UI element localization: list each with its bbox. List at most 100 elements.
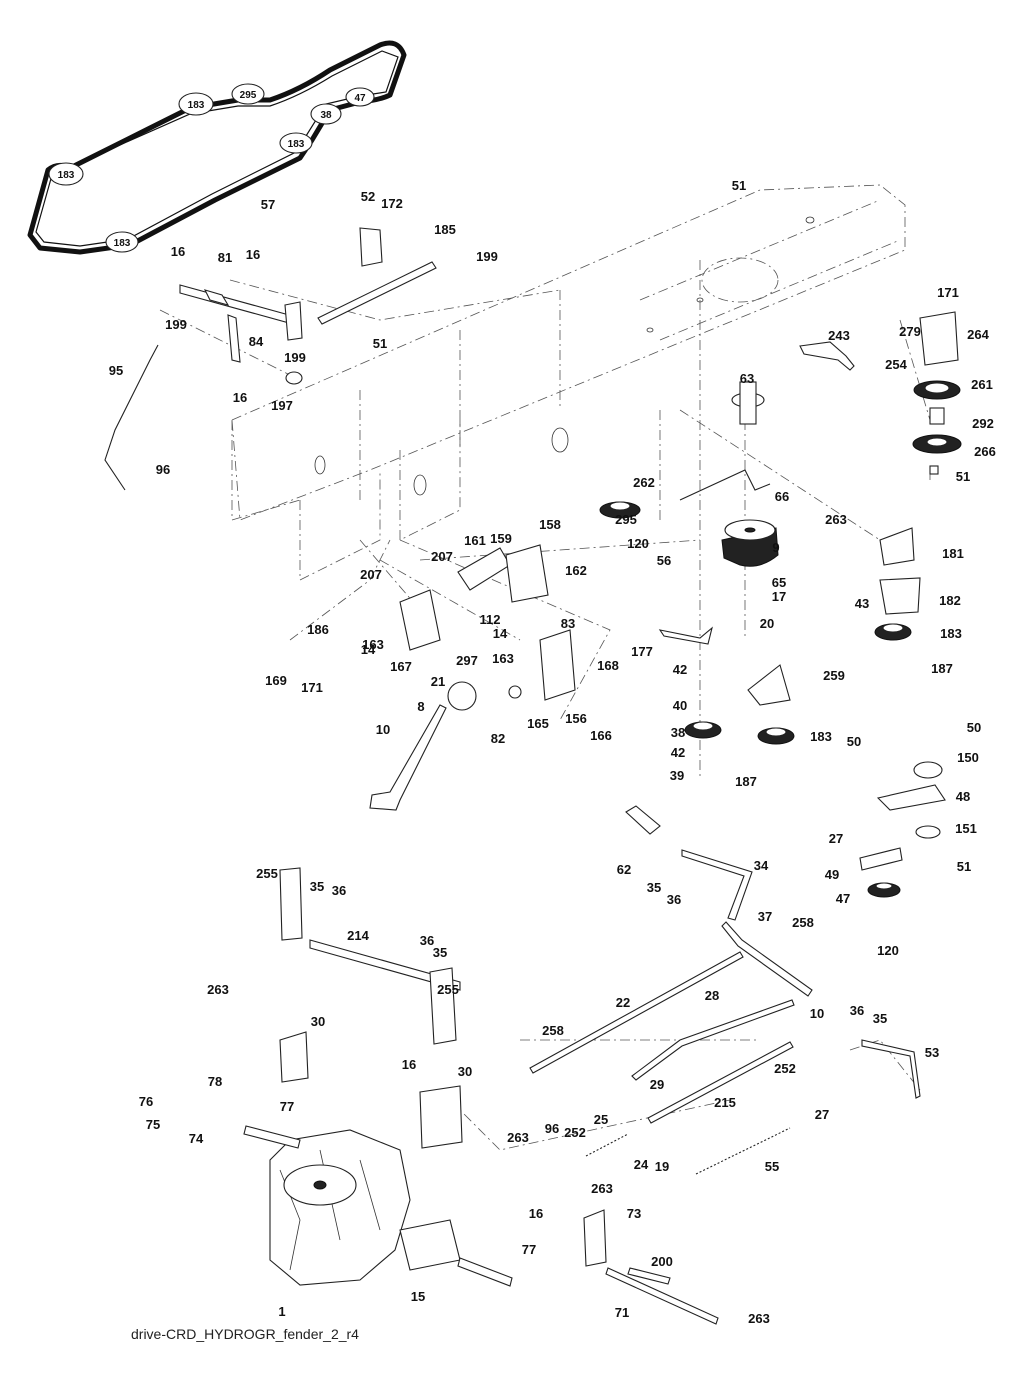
part-number-label: 172 <box>381 196 403 211</box>
part-number-label: 36 <box>667 892 681 907</box>
part-number-label: 151 <box>955 821 977 836</box>
part-number-label: 21 <box>431 674 445 689</box>
pulley-151 <box>915 825 941 839</box>
part-number-label: 34 <box>754 858 769 873</box>
drive-belt <box>27 40 407 255</box>
bracket-181 <box>879 527 915 566</box>
part-number-label: 48 <box>956 789 970 804</box>
part-number-label: 38 <box>671 725 685 740</box>
pulley-38-center <box>684 721 722 739</box>
part-number-label: 215 <box>714 1095 736 1110</box>
part-number-label: 182 <box>939 593 961 608</box>
part-number-label: 50 <box>967 720 981 735</box>
part-number-label: 16 <box>246 247 260 262</box>
part-number-label: 66 <box>775 489 789 504</box>
part-number-label: 30 <box>311 1014 325 1029</box>
part-number-label: 255 <box>437 982 459 997</box>
part-number-label: 8 <box>417 699 424 714</box>
part-number-label: 159 <box>490 531 512 546</box>
part-number-label: 166 <box>590 728 612 743</box>
part-number-label: 1 <box>278 1304 285 1319</box>
part-number-label: 65 <box>772 575 786 590</box>
part-number-label: 14 <box>493 626 508 641</box>
bracket-264 <box>919 311 959 366</box>
part-number-label: 165 <box>527 716 549 731</box>
plate-167 <box>399 589 441 651</box>
part-number-label: 81 <box>218 250 232 265</box>
part-number-label: 207 <box>360 567 382 582</box>
part-200 <box>627 1267 671 1285</box>
transaxle-1 <box>243 1125 513 1287</box>
bracket-182 <box>879 577 921 615</box>
part-number-label: 264 <box>967 327 989 342</box>
bushing-197 <box>285 371 303 385</box>
knob-21 <box>447 681 477 711</box>
part-number-label: 263 <box>207 982 229 997</box>
part-number-label: 183 <box>810 729 832 744</box>
pivot-bar-81 <box>179 284 301 327</box>
shaft-214 <box>309 939 461 991</box>
part-number-label: 20 <box>760 616 774 631</box>
part-number-label: 243 <box>828 328 850 343</box>
part-number-label: 252 <box>774 1061 796 1076</box>
bracket-172 <box>359 227 383 267</box>
part-number-label: 187 <box>931 661 953 676</box>
part-number-label: 266 <box>974 444 996 459</box>
part-number-label: 262 <box>633 475 655 490</box>
part-number-label: 263 <box>591 1181 613 1196</box>
spacer-292 <box>929 407 945 425</box>
belt-pulley-183-a <box>178 92 214 116</box>
part-number-label: 263 <box>507 1130 529 1145</box>
part-number-label: 187 <box>735 774 757 789</box>
part-number-label: 51 <box>957 859 971 874</box>
part-number-label: 78 <box>208 1074 222 1089</box>
rod-28 <box>631 999 795 1081</box>
part-number-label: 120 <box>627 536 649 551</box>
part-number-label: 16 <box>529 1206 543 1221</box>
plate-255-right <box>429 967 457 1045</box>
part-number-label: 22 <box>616 995 630 1010</box>
part-number-label: 51 <box>732 178 746 193</box>
belt-pulley-47 <box>345 87 375 107</box>
part-number-label: 177 <box>631 644 653 659</box>
bracket-199 <box>284 301 303 341</box>
spring-82 <box>508 685 522 699</box>
part-number-label: 36 <box>420 933 434 948</box>
part-number-label: 199 <box>476 249 498 264</box>
part-number-label: 24 <box>634 1157 649 1172</box>
belt-pulley-38 <box>310 103 342 125</box>
part-number-label: 29 <box>650 1077 664 1092</box>
bracket-73 <box>583 1209 607 1267</box>
part-number-label: 77 <box>522 1242 536 1257</box>
part-number-label: 16 <box>402 1057 416 1072</box>
part-number-label: 199 <box>165 317 187 332</box>
part-number-label: 52 <box>361 189 375 204</box>
part-number-label: 35 <box>647 880 661 895</box>
pulley-183-right <box>874 623 912 641</box>
part-number-label: 75 <box>146 1117 160 1132</box>
part-number-label: 158 <box>539 517 561 532</box>
part-number-label: 9 <box>772 540 779 555</box>
part-number-label: 199 <box>284 350 306 365</box>
part-number-label: 297 <box>456 653 478 668</box>
part-number-label: 53 <box>925 1045 939 1060</box>
part-number-label: 56 <box>657 553 671 568</box>
part-number-label: 36 <box>332 883 346 898</box>
part-number-label: 63 <box>740 371 754 386</box>
part-number-label: 37 <box>758 909 772 924</box>
part-number-label: 49 <box>825 867 839 882</box>
part-number-label: 73 <box>627 1206 641 1221</box>
part-number-label: 43 <box>855 596 869 611</box>
rod-22 <box>529 951 744 1074</box>
part-number-label: 82 <box>491 731 505 746</box>
part-number-label: 50 <box>847 734 861 749</box>
part-number-label: 35 <box>873 1011 887 1026</box>
part-number-label: 16 <box>171 244 185 259</box>
rod-71 <box>605 1267 719 1325</box>
part-number-label: 261 <box>971 377 993 392</box>
part-number-label: 167 <box>390 659 412 674</box>
lever-8 <box>369 704 447 811</box>
part-number-label: 263 <box>825 512 847 527</box>
crank-243 <box>799 341 855 371</box>
